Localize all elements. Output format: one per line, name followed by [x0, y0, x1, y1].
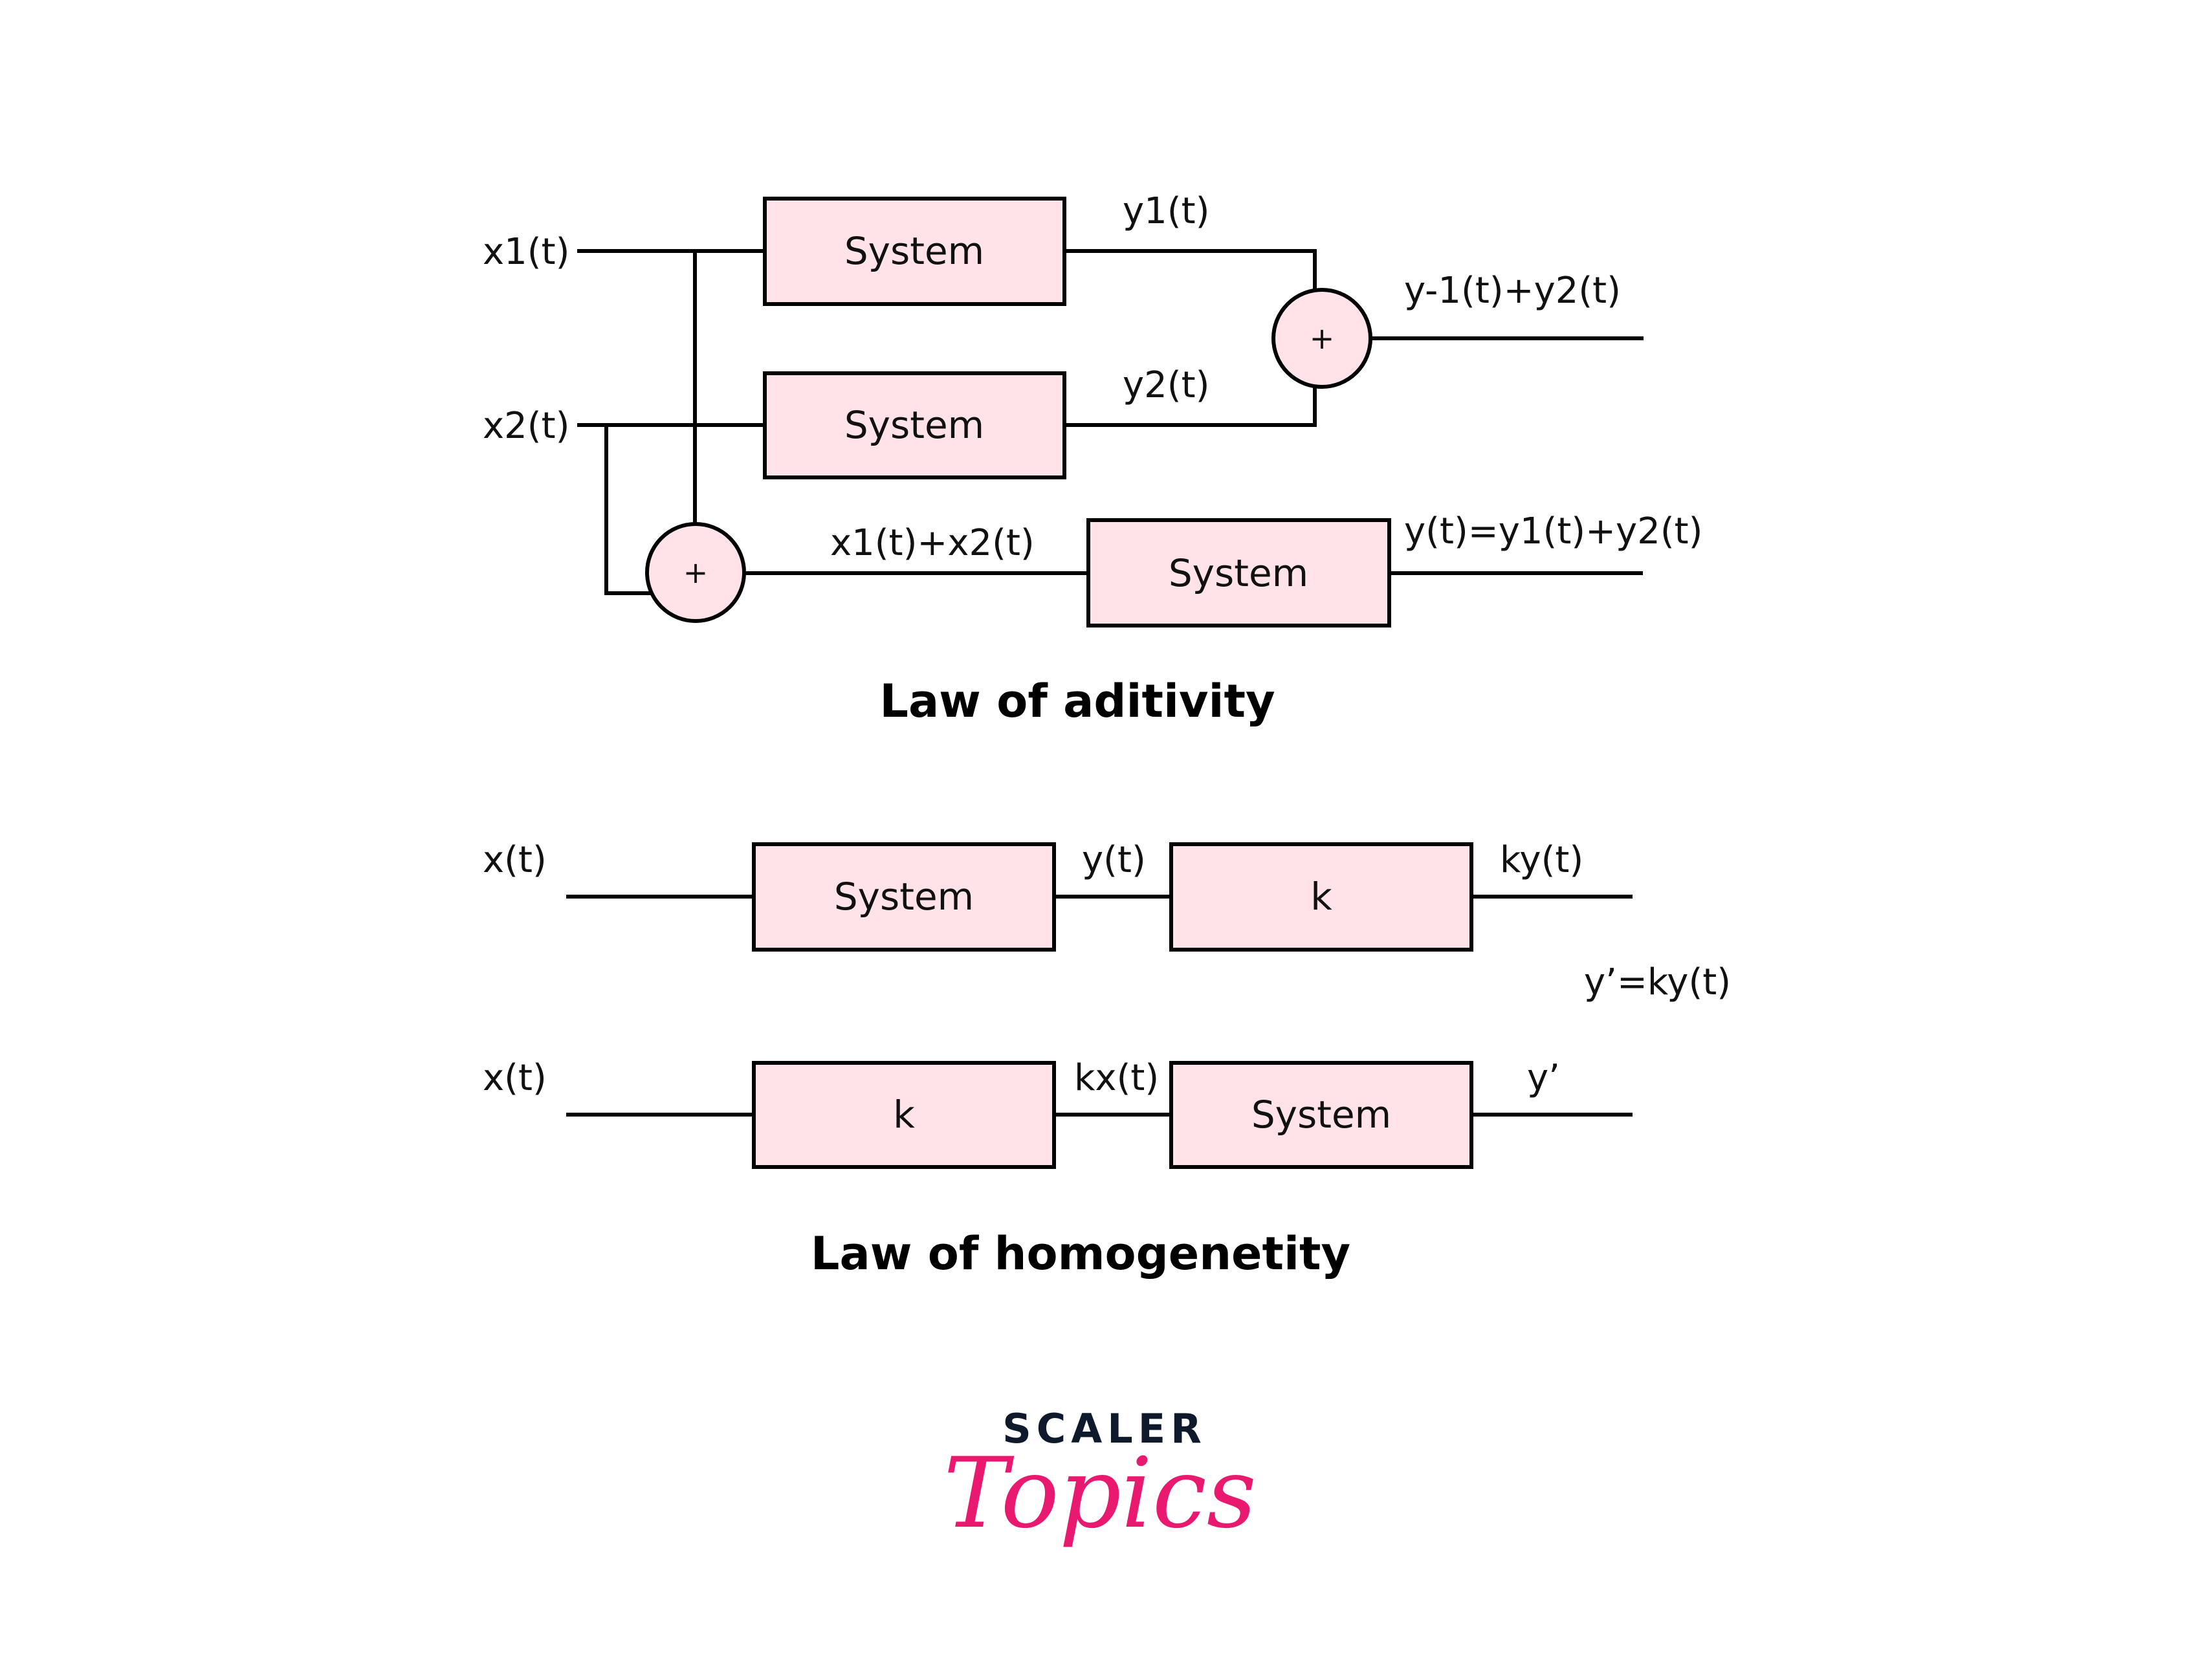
row2-system-block-label: System: [1251, 1093, 1391, 1137]
row2-mid-label: kx(t): [1074, 1057, 1159, 1099]
system-block-top-label: System: [844, 229, 984, 273]
homogeneity-title: Law of homogenetity: [811, 1227, 1350, 1280]
system-block-top: System: [763, 197, 1066, 306]
logo-wordmark-scaler: SCALER: [1002, 1405, 1207, 1452]
scaler-topics-logo: SCALER Topics: [943, 1405, 1257, 1550]
homogeneity-row-1: x(t) System y(t) k ky(t): [483, 839, 1633, 952]
wire-y1: [1064, 249, 1317, 291]
wire-y2: [1064, 386, 1317, 427]
system-block-mid: System: [763, 371, 1066, 479]
row1-mid-label: y(t): [1082, 839, 1146, 881]
logo-wordmark-topics: Topics: [943, 1437, 1257, 1550]
wire-x2-branch: [604, 425, 652, 595]
system-block-bottom-label: System: [1169, 551, 1308, 595]
row2-output-label: y’: [1527, 1057, 1560, 1099]
system-block-bottom: System: [1086, 518, 1391, 627]
signal-label-sum-out: y-1(t)+y2(t): [1404, 270, 1621, 312]
additivity-title: Law of aditivity: [879, 675, 1275, 728]
input-label-x2: x2(t): [483, 405, 569, 447]
signal-label-y1: y1(t): [1123, 190, 1209, 232]
row2-k-block: [752, 1061, 1056, 1169]
signal-label-y2: y2(t): [1123, 364, 1209, 406]
homogeneity-equation: y’=ky(t): [1584, 961, 1731, 1003]
row1-k-block: [1169, 842, 1473, 952]
system-block-mid-label: System: [844, 403, 984, 447]
homogeneity-row-2: x(t) k kx(t) System y’: [483, 1057, 1633, 1169]
row2-k-block-label: k: [893, 1093, 915, 1137]
summing-junction-left: +: [645, 522, 746, 623]
plus-icon: +: [1310, 321, 1335, 356]
homogeneity-diagram: x(t) System y(t) k ky(t) y’=ky(t) x(t) k…: [483, 839, 1731, 1280]
row1-system-block-label: System: [834, 875, 974, 919]
row1-k-block-label: k: [1310, 875, 1332, 919]
signal-label-sum-in: x1(t)+x2(t): [830, 522, 1035, 564]
plus-icon: +: [683, 555, 709, 590]
input-label-x1: x1(t): [483, 231, 569, 273]
row1-output-label: ky(t): [1500, 839, 1583, 881]
signal-label-final-out: y(t)=y1(t)+y2(t): [1404, 510, 1702, 552]
row1-input-label: x(t): [483, 839, 547, 881]
summing-junction-right: +: [1271, 288, 1372, 389]
row2-input-label: x(t): [483, 1057, 547, 1099]
additivity-diagram: x1(t) x2(t) System System y1(t) y2(t) + …: [483, 190, 1702, 728]
